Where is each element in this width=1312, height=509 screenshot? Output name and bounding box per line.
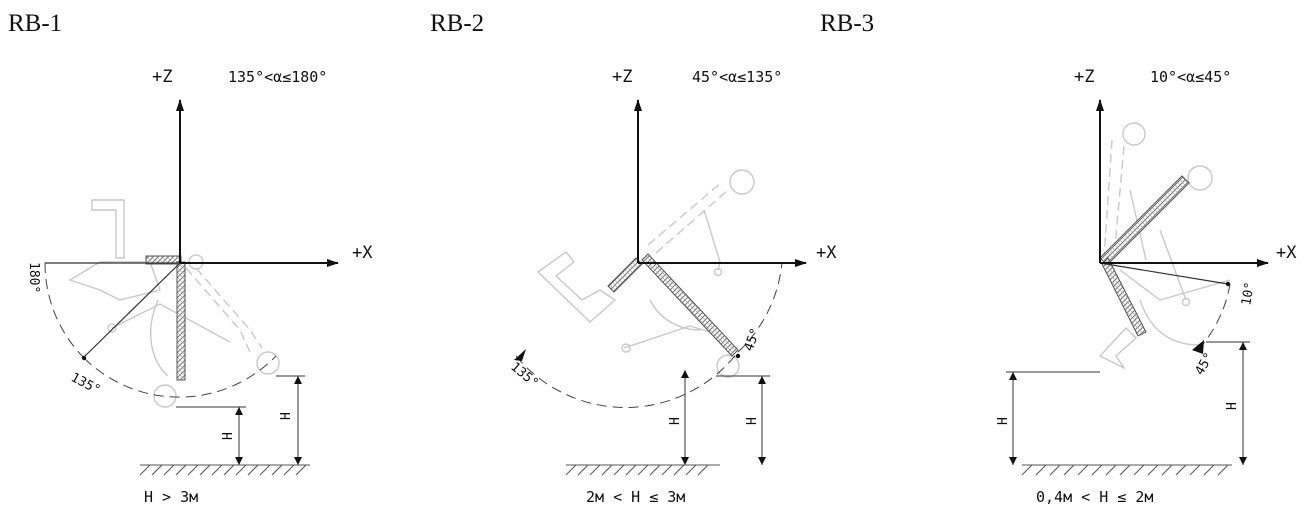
panel-title-rb3: RB-3 — [820, 10, 875, 37]
seat-plate-rb2 — [607, 257, 643, 293]
angle-range-rb1: 135°<α≤180° — [228, 68, 327, 86]
arc-label-10-rb3: 10° — [1239, 281, 1258, 307]
back-plate-rb3 — [1101, 257, 1147, 337]
height-label-a-rb2: H — [745, 417, 760, 425]
dim-arrow-up-h2-rb1 — [235, 407, 243, 415]
height-label-b-rb1: H — [221, 432, 236, 440]
dim-arrow-up-h1-rb1 — [294, 376, 302, 384]
dim-arrow-up-h2-rb2 — [681, 370, 689, 378]
arc-arrow-45-rb3 — [1192, 340, 1204, 354]
dim-arrow-down-h1-rb1 — [294, 457, 302, 465]
condition-rb3: 0,4м < H ≤ 2м — [1036, 488, 1153, 506]
angle-point-45-rb2 — [735, 353, 741, 359]
back-plate-rb2 — [641, 253, 739, 357]
wheelchair-ghost-rb3 — [1098, 122, 1231, 370]
dim-arrow-up-h1-rb3 — [1239, 342, 1247, 350]
arc-arrow-135-rb2 — [514, 349, 526, 361]
rotation-arc-rb1 — [44, 262, 85, 359]
dim-arrow-down-h2-rb1 — [235, 457, 243, 465]
angle-point-10-rb3 — [1225, 281, 1231, 287]
x-axis-label-rb3: +X — [1276, 243, 1297, 263]
arc-label-135-rb1: 135° — [68, 370, 103, 398]
height-label-a-rb3: H — [1225, 402, 1240, 410]
arc-label-180-rb1: 180° — [26, 262, 41, 293]
angle-ray-10-rb3 — [1099, 262, 1229, 285]
panel-rb1: +Z +X 135°<α≤180° 180° 135° H H H > 3м — [26, 67, 373, 506]
condition-rb1: H > 3м — [144, 488, 198, 506]
z-axis-label-rb1: +Z — [152, 67, 172, 87]
angle-range-rb3: 10°<α≤45° — [1150, 68, 1231, 86]
dim-arrow-down-h2-rb3 — [1009, 457, 1017, 465]
ground-hatch-rb3 — [1021, 464, 1229, 476]
z-axis-label-rb2: +Z — [612, 67, 632, 87]
arc-label-135-rb2: 135° — [507, 360, 541, 392]
wheelchair-ghost-rb1 — [68, 199, 280, 408]
z-axis-label-rb3: +Z — [1074, 67, 1094, 87]
rotation-arc-rb2 — [515, 351, 739, 408]
arc-label-45-rb3: 45° — [1192, 350, 1217, 378]
panel-rb2: +Z +X 45°<α≤135° 135° 45° H H 2м < H ≤ 3… — [507, 67, 837, 506]
ground-hatch-rb1 — [139, 464, 307, 476]
panel-title-rb2: RB-2 — [430, 10, 485, 37]
rotation-arc-ext-rb2 — [737, 262, 783, 353]
x-axis-label-rb1: +X — [352, 243, 373, 263]
arc-label-45-rb2: 45° — [742, 326, 764, 353]
height-label-a-rb1: H — [279, 412, 294, 420]
dim-arrow-down-h1-rb3 — [1239, 457, 1247, 465]
dim-arrow-up-h2-rb3 — [1009, 372, 1017, 380]
height-label-b-rb2: H — [668, 417, 683, 425]
panel-title-rb1: RB-1 — [8, 10, 63, 37]
dim-arrow-up-h1-rb2 — [758, 376, 766, 384]
ground-hatch-rb2 — [565, 464, 709, 476]
angle-ray-135-rb1 — [83, 262, 181, 358]
x-axis-label-rb2: +X — [816, 243, 837, 263]
condition-rb2: 2м < H ≤ 3м — [586, 488, 685, 506]
angle-point-135-rb1 — [81, 355, 87, 361]
rotation-arc-ext-rb1 — [83, 355, 277, 398]
angle-range-rb2: 45°<α≤135° — [692, 68, 782, 86]
panel-rb3: +Z +X 10°<α≤45° 10° 45° H H 0,4м < H ≤ 2… — [996, 67, 1297, 506]
height-label-b-rb3: H — [996, 417, 1011, 425]
back-plate-rb1 — [176, 261, 186, 381]
dim-arrow-down-h1-rb2 — [758, 457, 766, 465]
wheelchair-ghost-rb2 — [536, 169, 755, 378]
dim-arrow-down-h2-rb2 — [681, 457, 689, 465]
